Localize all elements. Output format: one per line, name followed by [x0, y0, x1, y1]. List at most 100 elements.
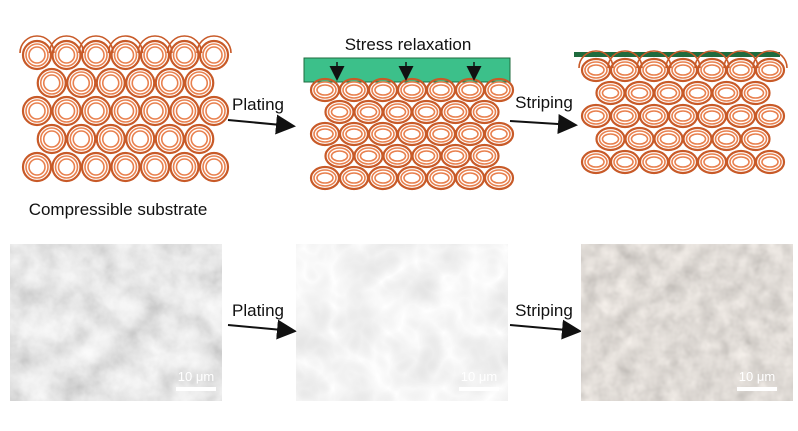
substrate-ring	[110, 95, 141, 127]
substrate-ring	[54, 99, 79, 123]
sem-panel-3: 10 μm	[581, 244, 793, 401]
substrate-ring	[743, 84, 768, 102]
sem-image-3	[581, 244, 793, 401]
substrate-ring	[316, 84, 334, 96]
substrate-ring	[700, 153, 724, 171]
plating-label-bottom: Plating	[232, 301, 284, 320]
substrate-ring	[659, 133, 678, 145]
substrate-ring	[656, 130, 681, 148]
substrate-ring	[616, 156, 634, 168]
substrate-ring	[198, 95, 230, 127]
substrate-ring	[487, 169, 511, 187]
substrate-ring	[175, 46, 194, 64]
substrate-ring	[674, 110, 692, 122]
substrate-ring	[57, 46, 76, 64]
substrate-ring	[187, 127, 212, 151]
substrate-ring	[414, 147, 439, 165]
substrate-ring	[388, 150, 407, 162]
top-arc	[196, 35, 232, 54]
substrate-ring	[469, 143, 500, 169]
substrate-ring	[101, 130, 120, 148]
substrate-ring	[51, 39, 82, 71]
substrate-ring	[80, 39, 112, 71]
scale-bar-label: 10 μm	[739, 369, 775, 384]
substrate-ring	[642, 153, 666, 171]
substrate-ring	[21, 151, 53, 183]
substrate-ring	[57, 158, 76, 176]
substrate-ring	[98, 127, 123, 151]
substrate-ring	[36, 67, 67, 99]
substrate-ring	[400, 169, 424, 187]
substrate-ring	[131, 130, 150, 148]
substrate-ring	[587, 156, 605, 168]
substrate-ring	[490, 128, 508, 140]
substrate-ring	[746, 133, 765, 145]
plated-ring-array	[309, 77, 515, 191]
substrate-ring	[184, 67, 215, 99]
substrate-ring	[761, 156, 779, 168]
substrate-ring	[432, 172, 450, 184]
substrate-ring	[80, 151, 112, 183]
stress-arrows	[329, 62, 482, 81]
substrate-ring	[645, 156, 663, 168]
substrate-ring	[28, 46, 46, 64]
substrate-ring	[685, 84, 710, 102]
substrate-ring	[356, 147, 381, 165]
substrate-ring	[87, 102, 105, 120]
substrate-ring	[685, 130, 710, 148]
substrate-ring	[87, 46, 105, 64]
top-arc	[166, 35, 203, 54]
scale-bar-2: 10 μm	[459, 369, 499, 391]
substrate-ring	[42, 74, 61, 92]
scale-bar-label: 10 μm	[178, 369, 214, 384]
top-arc	[694, 50, 730, 69]
substrate-ring	[205, 158, 223, 176]
substrate-ring	[371, 81, 395, 99]
substrate-ring	[432, 84, 450, 96]
top-arc	[607, 50, 643, 69]
substrate-ring	[403, 84, 421, 96]
substrate-ring	[429, 169, 453, 187]
substrate-ring	[128, 71, 153, 95]
substrate-ring	[146, 102, 164, 120]
substrate-ring	[740, 126, 771, 152]
substrate-ring	[146, 158, 164, 176]
substrate-ring	[313, 125, 337, 143]
striping-label-bottom: Striping	[515, 301, 573, 320]
substrate-ring	[613, 61, 637, 79]
sem-image-2	[296, 244, 508, 401]
substrate-ring	[116, 158, 135, 176]
substrate-ring	[113, 43, 138, 67]
substrate-ring	[659, 87, 678, 99]
substrate-ring	[198, 39, 230, 71]
top-arc	[48, 35, 85, 54]
substrate-ring	[743, 130, 768, 148]
thin-layer	[574, 52, 780, 57]
substrate-ring-array	[19, 35, 232, 183]
substrate-ring	[761, 64, 779, 76]
substrate-ring	[39, 71, 64, 95]
substrate-ring	[345, 84, 363, 96]
striping-label-top: Striping	[515, 93, 573, 112]
substrate-ring	[84, 43, 108, 67]
substrate-ring	[598, 84, 623, 102]
substrate-ring	[54, 43, 79, 67]
substrate-ring	[313, 169, 337, 187]
substrate-ring	[125, 123, 156, 155]
substrate-ring	[143, 99, 167, 123]
substrate-ring	[190, 74, 209, 92]
top-arc	[578, 50, 614, 69]
top-arc	[665, 50, 701, 69]
substrate-ring	[87, 158, 105, 176]
substrate-ring	[342, 81, 366, 99]
substrate-ring	[25, 43, 49, 67]
substrate-ring	[703, 110, 721, 122]
substrate-ring	[110, 39, 141, 71]
substrate-ring	[116, 46, 135, 64]
substrate-ring	[642, 61, 666, 79]
substrate-ring	[732, 156, 750, 168]
substrate-ring	[172, 155, 197, 179]
substrate-ring	[202, 155, 226, 179]
scale-bar-3: 10 μm	[737, 369, 777, 391]
